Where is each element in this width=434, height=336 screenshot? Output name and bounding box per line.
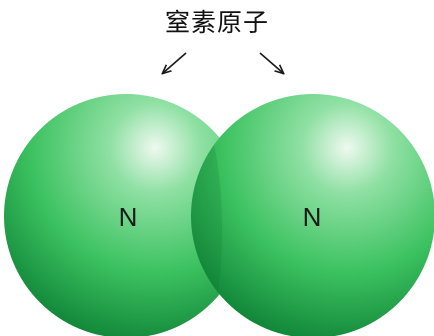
atom-right-sphere — [191, 94, 434, 336]
diagram-title: 窒素原子 — [164, 8, 269, 37]
atom-left-label: N — [119, 202, 138, 232]
atom-left-sphere — [4, 94, 248, 336]
arrow-left-icon — [163, 52, 187, 73]
arrow-right-icon — [259, 52, 283, 73]
atom-right-label: N — [303, 202, 322, 232]
atom-left — [4, 94, 248, 336]
